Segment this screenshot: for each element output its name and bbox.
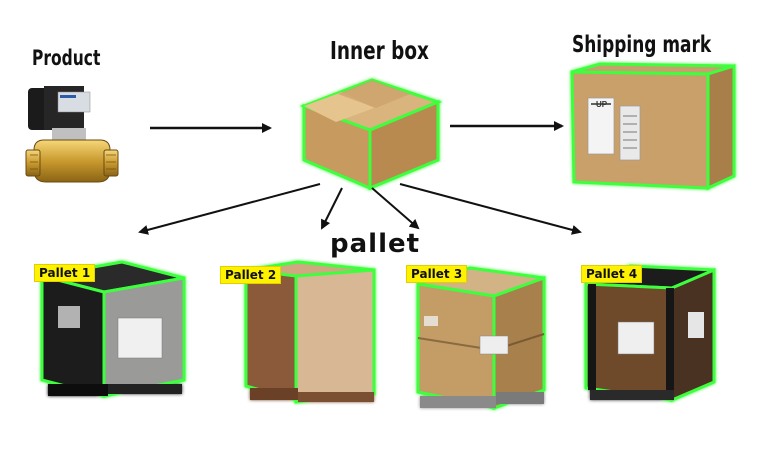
shipping-mark-box-image [570,62,736,191]
pallet-3-image [416,266,546,411]
arrow-to-pallet-2 [321,187,343,230]
product-title: Product [32,46,101,70]
pallet-2-tag: Pallet 2 [220,266,282,284]
pallet-3-tag: Pallet 3 [406,265,468,283]
pallet-title: pallet [330,229,421,259]
inner-box-title: Inner box [330,36,429,65]
arrow-to-pallet-3 [371,187,420,230]
shipping-mark-title: Shipping mark [572,32,712,58]
pallet-1-image [40,260,186,398]
pallet-4-tag: Pallet 4 [581,265,643,283]
arrow-to-pallet-1 [138,183,321,235]
pallet-1-tag: Pallet 1 [34,264,96,282]
inner-box-image [299,78,443,191]
pallet-2-image [244,260,376,404]
product-valve-image [25,86,119,183]
shipping-label-text: UP [596,100,608,109]
flow-arrows [138,121,582,235]
arrow-to-pallet-4 [399,183,582,235]
pallet-4-image [584,264,716,403]
